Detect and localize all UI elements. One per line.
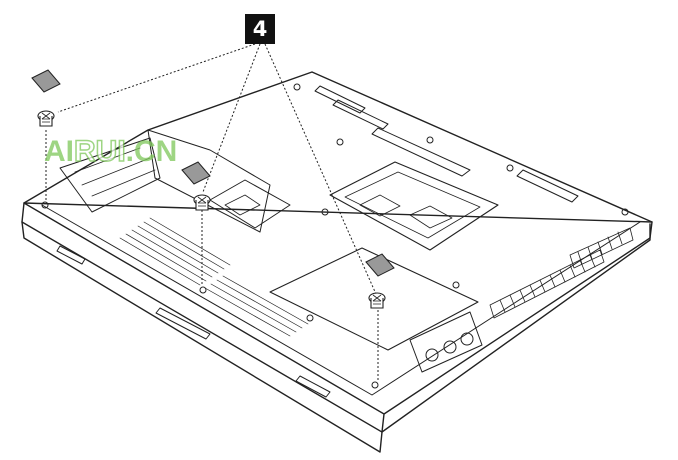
battery-bay	[59, 137, 161, 213]
chassis-outline	[21, 202, 653, 433]
rubber-pad-2	[181, 161, 211, 185]
watermark-part: .CN	[125, 135, 178, 168]
screw-1	[37, 110, 55, 127]
front-slot-2	[295, 375, 331, 398]
vent-slot-4	[516, 169, 579, 203]
audio-jack-2	[443, 340, 457, 354]
screw-3	[368, 292, 386, 309]
screw-hole	[452, 281, 460, 289]
screw-hole	[321, 208, 329, 216]
watermark-part: RUI	[73, 135, 126, 168]
screw-hole	[371, 381, 379, 389]
chassis-top-edge	[23, 71, 653, 223]
audio-jack-1	[425, 348, 439, 362]
screw-hole	[306, 314, 314, 322]
audio-jack-3	[460, 332, 474, 346]
screw-hole	[293, 83, 301, 91]
screw-hole	[506, 164, 514, 172]
watermark-part: AI	[44, 135, 74, 168]
vent-slot-3	[371, 127, 471, 177]
leader-lines	[45, 43, 379, 380]
front-slot-3	[56, 245, 86, 265]
screw-hole	[336, 138, 344, 146]
audio-jack-block	[409, 311, 483, 373]
front-slot-1	[155, 307, 211, 340]
callout-label: 4	[245, 14, 275, 44]
vent-slot-1	[314, 85, 366, 114]
rubber-pad-1	[31, 69, 61, 93]
inner-rim	[41, 204, 641, 396]
chassis-right-face	[381, 223, 651, 433]
service-cover	[269, 247, 479, 351]
screw-hole	[199, 286, 207, 294]
vent-slot-2	[332, 99, 389, 130]
screw-hole	[621, 208, 629, 216]
screw-hole	[41, 201, 49, 209]
screw-2	[193, 194, 211, 211]
screw-hole	[426, 136, 434, 144]
memory-compartment	[329, 161, 499, 251]
rubber-pad-3	[365, 253, 395, 277]
watermark: AIRUI.CN	[44, 135, 178, 168]
cavity-wall	[147, 129, 271, 233]
side-ports	[489, 227, 634, 319]
speaker-grille	[119, 217, 309, 337]
chassis-front-face	[21, 221, 383, 453]
